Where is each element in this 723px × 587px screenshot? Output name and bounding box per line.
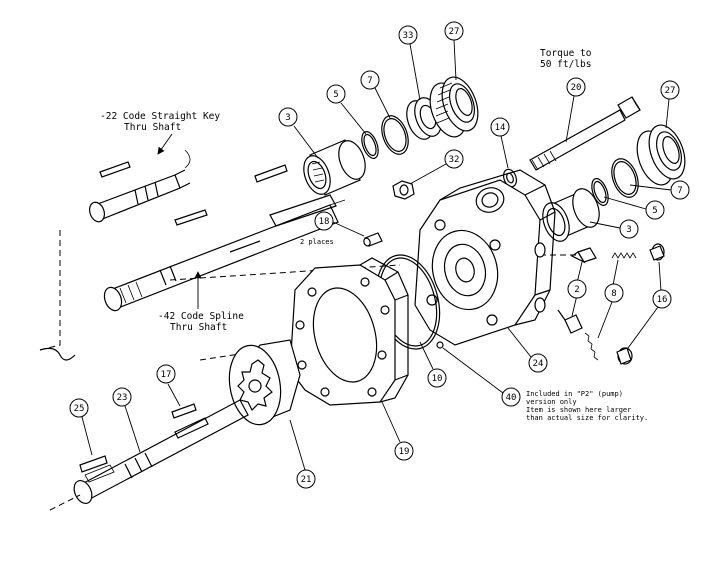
callout-14: 14: [490, 117, 510, 169]
svg-text:8: 8: [611, 289, 616, 299]
svg-text:33: 33: [403, 31, 414, 41]
svg-text:5: 5: [652, 206, 657, 216]
gerotor-gear-set: [228, 339, 301, 426]
svg-text:14: 14: [495, 123, 506, 133]
svg-text:27: 27: [449, 27, 460, 37]
svg-text:23: 23: [117, 393, 128, 403]
check-valve-upper: [570, 247, 597, 264]
o-ring-right: [611, 158, 639, 198]
callout-17: 17: [156, 364, 181, 407]
output-shaft: [49, 399, 249, 511]
check-valve-lower: [557, 309, 583, 334]
svg-text:Item is shown here larger: Item is shown here larger: [526, 406, 631, 414]
callout-24: 24: [507, 327, 548, 373]
shaft-break-line: [39, 347, 76, 361]
svg-text:Thru Shaft: Thru Shaft: [170, 322, 227, 333]
callout-10: 10: [419, 341, 447, 388]
valve-plug-lower: [616, 347, 633, 365]
svg-text:Included in "P2" (pump): Included in "P2" (pump): [526, 390, 623, 398]
callout-25: 25: [69, 398, 93, 456]
callout-27-right: 27: [660, 80, 680, 129]
callout-7-left: 7: [360, 70, 391, 119]
callout-8: 8: [597, 259, 624, 339]
svg-text:than actual size for clarity.: than actual size for clarity.: [526, 414, 648, 422]
callout-7-right: 7: [629, 180, 690, 200]
needle-bearing-right: [542, 188, 600, 242]
svg-text:19: 19: [399, 447, 410, 457]
shaft-key-mid: [254, 164, 288, 183]
svg-text:2: 2: [574, 285, 579, 295]
callout-19: 19: [381, 401, 414, 461]
svg-text:3: 3: [626, 225, 631, 235]
spline-thru-shaft: [103, 194, 346, 312]
o-ring-left: [381, 115, 409, 155]
callout-2: 2: [567, 261, 587, 317]
svg-text:7: 7: [367, 76, 372, 86]
svg-text:-42 Code Spline: -42 Code Spline: [158, 311, 244, 322]
callout-3-right: 3: [589, 219, 639, 239]
check-spring-lower: [584, 332, 599, 361]
svg-text:10: 10: [432, 374, 443, 384]
svg-text:25: 25: [74, 404, 85, 414]
callout-40: 40: [442, 347, 521, 407]
callout-3-left: 3: [278, 107, 319, 159]
callout-21: 21: [289, 419, 316, 489]
svg-text:18: 18: [319, 217, 330, 227]
threaded-plug-right: [636, 124, 686, 186]
svg-text:5: 5: [333, 90, 338, 100]
svg-text:40: 40: [506, 393, 517, 403]
svg-text:32: 32: [449, 155, 460, 165]
spline-shaft-label: -42 Code Spline Thru Shaft: [158, 271, 244, 333]
check-spring-upper: [611, 252, 637, 259]
svg-text:version only: version only: [526, 398, 577, 406]
callout-16: 16: [627, 261, 672, 349]
torque-note: Torque to 50 ft/lbs: [540, 48, 592, 70]
dowel-pin: [363, 232, 383, 247]
hex-nut: [392, 180, 415, 200]
callout-18: 18: [314, 211, 365, 237]
svg-text:21: 21: [301, 475, 312, 485]
drive-key: [171, 403, 197, 419]
svg-text:2 places: 2 places: [300, 238, 334, 246]
callout-27-top: 27: [444, 21, 464, 81]
snap-ring-left: [361, 131, 379, 159]
svg-text:27: 27: [665, 86, 676, 96]
svg-text:Thru Shaft: Thru Shaft: [124, 122, 181, 133]
svg-text:7: 7: [677, 186, 682, 196]
svg-text:-22 Code Straight Key: -22 Code Straight Key: [100, 111, 220, 122]
straight-key: [99, 161, 131, 178]
threaded-plug-top: [429, 76, 479, 138]
svg-text:24: 24: [533, 359, 544, 369]
svg-text:3: 3: [285, 113, 290, 123]
output-key: [79, 455, 108, 473]
straight-key-shaft-label: -22 Code Straight Key Thru Shaft: [100, 111, 220, 155]
pump-housing: [414, 169, 556, 346]
callout-5-right: 5: [603, 196, 665, 220]
needle-bearing-left: [303, 139, 366, 196]
shaft-seal: [406, 97, 442, 140]
straight-key-thru-shaft: [88, 149, 191, 223]
svg-text:50 ft/lbs: 50 ft/lbs: [540, 59, 591, 70]
p2-note: Included in "P2" (pump) version only Ite…: [526, 390, 648, 422]
callout-33: 33: [398, 25, 421, 101]
small-o-ring: [436, 341, 444, 349]
two-places-label: 2 places: [300, 238, 334, 246]
callout-5-left: 5: [326, 84, 367, 135]
torque-bolt: [529, 96, 641, 171]
svg-text:16: 16: [657, 295, 668, 305]
callout-20: 20: [565, 77, 586, 143]
snap-ring-right: [591, 178, 609, 206]
svg-text:17: 17: [161, 370, 172, 380]
valve-plug-upper: [649, 243, 665, 261]
svg-text:Torque to: Torque to: [540, 48, 592, 59]
gerotor-housing: [289, 257, 409, 406]
svg-text:20: 20: [571, 83, 582, 93]
callout-32: 32: [409, 149, 464, 185]
callout-23: 23: [112, 387, 141, 453]
